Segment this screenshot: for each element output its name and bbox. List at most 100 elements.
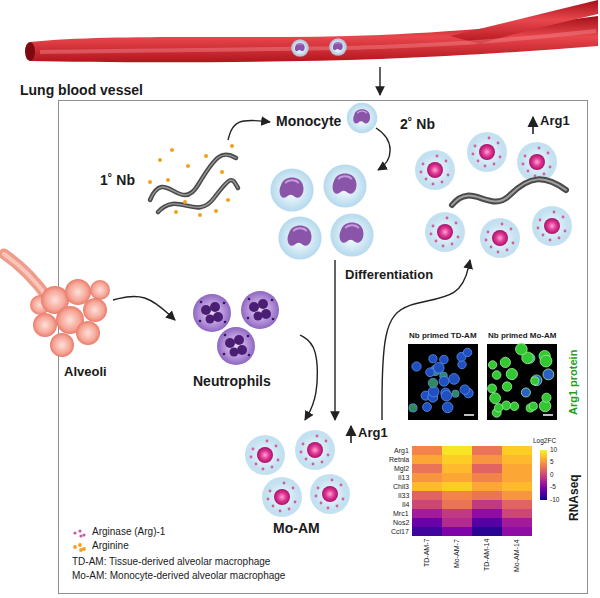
microscopy-image <box>487 344 557 420</box>
microscopy-image <box>464 414 474 416</box>
alveoli-drawing <box>4 254 110 357</box>
mo-am-cells <box>262 477 302 517</box>
cell-label: Neutrophils <box>193 373 271 389</box>
cell-stain <box>442 402 453 413</box>
gene-label: Nos2 <box>393 519 409 527</box>
mo-am-cells <box>295 430 335 470</box>
blood-vessel <box>291 39 309 57</box>
heatmap-cell <box>472 446 502 455</box>
color-bar <box>540 450 547 500</box>
heatmap-cell <box>442 473 472 482</box>
arginine-dots <box>170 148 174 152</box>
infection-label: 1˚ Nb <box>100 172 135 188</box>
sample-label: TD-AM-7 <box>423 539 431 567</box>
cell-stain <box>460 385 470 395</box>
arginine-dots <box>174 210 178 214</box>
image-panel: Nb primed TD-AM <box>405 330 481 422</box>
gene-label: Mrc1 <box>393 510 409 518</box>
arrow-label: Differentiation <box>343 268 435 283</box>
parasite-worms <box>150 155 236 200</box>
heatmap-cell <box>442 482 472 491</box>
heatmap-cell <box>502 509 532 518</box>
heatmap-cell <box>502 482 532 491</box>
blood-vessel <box>25 42 35 61</box>
microscopy-image <box>543 414 553 416</box>
heatmap-cell <box>412 455 442 464</box>
heatmap-cell <box>442 491 472 500</box>
arginine-dots <box>198 213 202 217</box>
blood-vessel <box>25 0 598 62</box>
legend-dot <box>78 543 82 547</box>
secondary-infection <box>415 150 455 190</box>
monocytes <box>347 103 377 133</box>
infection-label: 2˚ Nb <box>400 116 435 132</box>
gene-label: Il33 <box>398 492 409 500</box>
heatmap-cell <box>412 446 442 455</box>
gene-label: Ccl17 <box>391 528 409 536</box>
monocyte-group: Monocyte <box>270 95 392 260</box>
heatmap-cell <box>502 500 532 509</box>
cell-stain <box>500 357 510 367</box>
cell-stain <box>463 348 471 356</box>
monocytes <box>270 103 390 260</box>
flow-arrow <box>379 67 380 95</box>
legend-text: Arginine <box>92 540 129 552</box>
secondary-infection <box>425 212 465 252</box>
arginine-dots <box>186 164 190 168</box>
heatmap-cell <box>472 527 502 536</box>
heatmap-cell <box>412 482 442 491</box>
legend-note: Mo-AM: Monocyte-derived alveolar macroph… <box>72 570 285 582</box>
neutrophils <box>193 291 279 365</box>
microscopy-image <box>408 343 557 420</box>
cell-stain <box>521 388 530 397</box>
alveoli-drawing <box>76 321 100 345</box>
heatmap-cell <box>502 455 532 464</box>
heatmap-cell <box>412 527 442 536</box>
legend-sample <box>72 528 88 538</box>
monocytes <box>330 213 373 256</box>
heatmap <box>412 446 547 536</box>
alveoli-drawing <box>83 298 107 322</box>
panel-title: Nb primed Mo-AM <box>488 331 556 340</box>
heatmap-cell <box>472 518 502 527</box>
microscopy-image <box>408 344 478 420</box>
cell-stain <box>488 384 497 393</box>
heatmap-cell <box>412 473 442 482</box>
scale-tick: -10 <box>550 496 559 503</box>
heatmap-cell <box>502 491 532 500</box>
heatmap-cell <box>472 500 502 509</box>
heatmap-cell <box>442 446 472 455</box>
arginine-dots <box>158 158 162 162</box>
heatmap-cell <box>442 500 472 509</box>
organ-label: Alveoli <box>64 365 107 380</box>
heatmap-cell <box>472 509 502 518</box>
legend-dot <box>73 531 76 534</box>
heatmap-cell <box>412 518 442 527</box>
flow-arrow <box>113 296 175 320</box>
heatmap-cell <box>412 500 442 509</box>
cell-stain <box>490 393 501 404</box>
alveoli-drawing <box>33 313 57 337</box>
image-panel: Nb primed Mo-AM <box>484 330 560 422</box>
mo-am-cells <box>310 474 350 514</box>
gene-label: Arg1 <box>394 447 409 455</box>
gene-label: Il13 <box>398 474 409 482</box>
gene-label: Il4 <box>402 501 409 509</box>
parasite-worms <box>158 180 238 212</box>
scale-tick: -5 <box>550 483 556 490</box>
cell-stain <box>423 403 432 412</box>
region-label: Lung blood vessel <box>20 82 143 98</box>
heatmap-cell <box>442 464 472 473</box>
parasite-worms <box>148 144 238 217</box>
heatmap-cell <box>412 509 442 518</box>
gene-label: Retnla <box>389 456 409 464</box>
cell-stain <box>409 404 417 412</box>
microscopy-image <box>488 343 554 417</box>
cell-stain <box>510 402 518 410</box>
cell-label: Monocyte <box>276 113 341 129</box>
arginine-dots <box>230 144 234 148</box>
legend-note: TD-AM: Tissue-derived alveolar macrophag… <box>72 556 270 568</box>
monocytes <box>270 168 313 211</box>
alveoli-drawing <box>50 333 74 357</box>
